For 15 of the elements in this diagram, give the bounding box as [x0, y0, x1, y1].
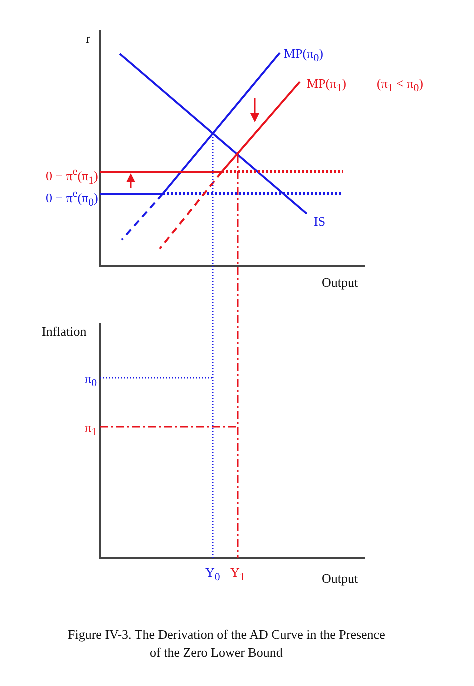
axis-label: Inflation: [42, 324, 87, 339]
figure-caption: Figure IV-3. The Derivation of the AD Curve in the Presence of the Zero Lower Bound: [68, 626, 386, 662]
axis-value-label: π$_{0}$: [85, 371, 97, 392]
condition-label: (π$_{1}$ < π$_{0}$): [377, 76, 424, 97]
curve-label: MP(π$_{0}$): [284, 46, 324, 67]
curve-label: IS: [314, 214, 326, 229]
axis-value-label: 0 − π$^{e}$(π$_{1}$): [46, 165, 98, 189]
axis-value-label: π$_{1}$: [85, 420, 97, 441]
axis-label: r: [86, 31, 90, 46]
curve-label: MP(π$_{1}$): [307, 76, 346, 97]
axis-value-label: Y$_{0}$: [206, 565, 220, 586]
axis-value-label: Y$_{1}$: [230, 565, 246, 586]
axis-label: Output: [322, 571, 358, 586]
axis-label: Output: [322, 275, 358, 290]
axis-value-label: 0 − π$^{e}$(π$_{0}$): [46, 187, 98, 211]
